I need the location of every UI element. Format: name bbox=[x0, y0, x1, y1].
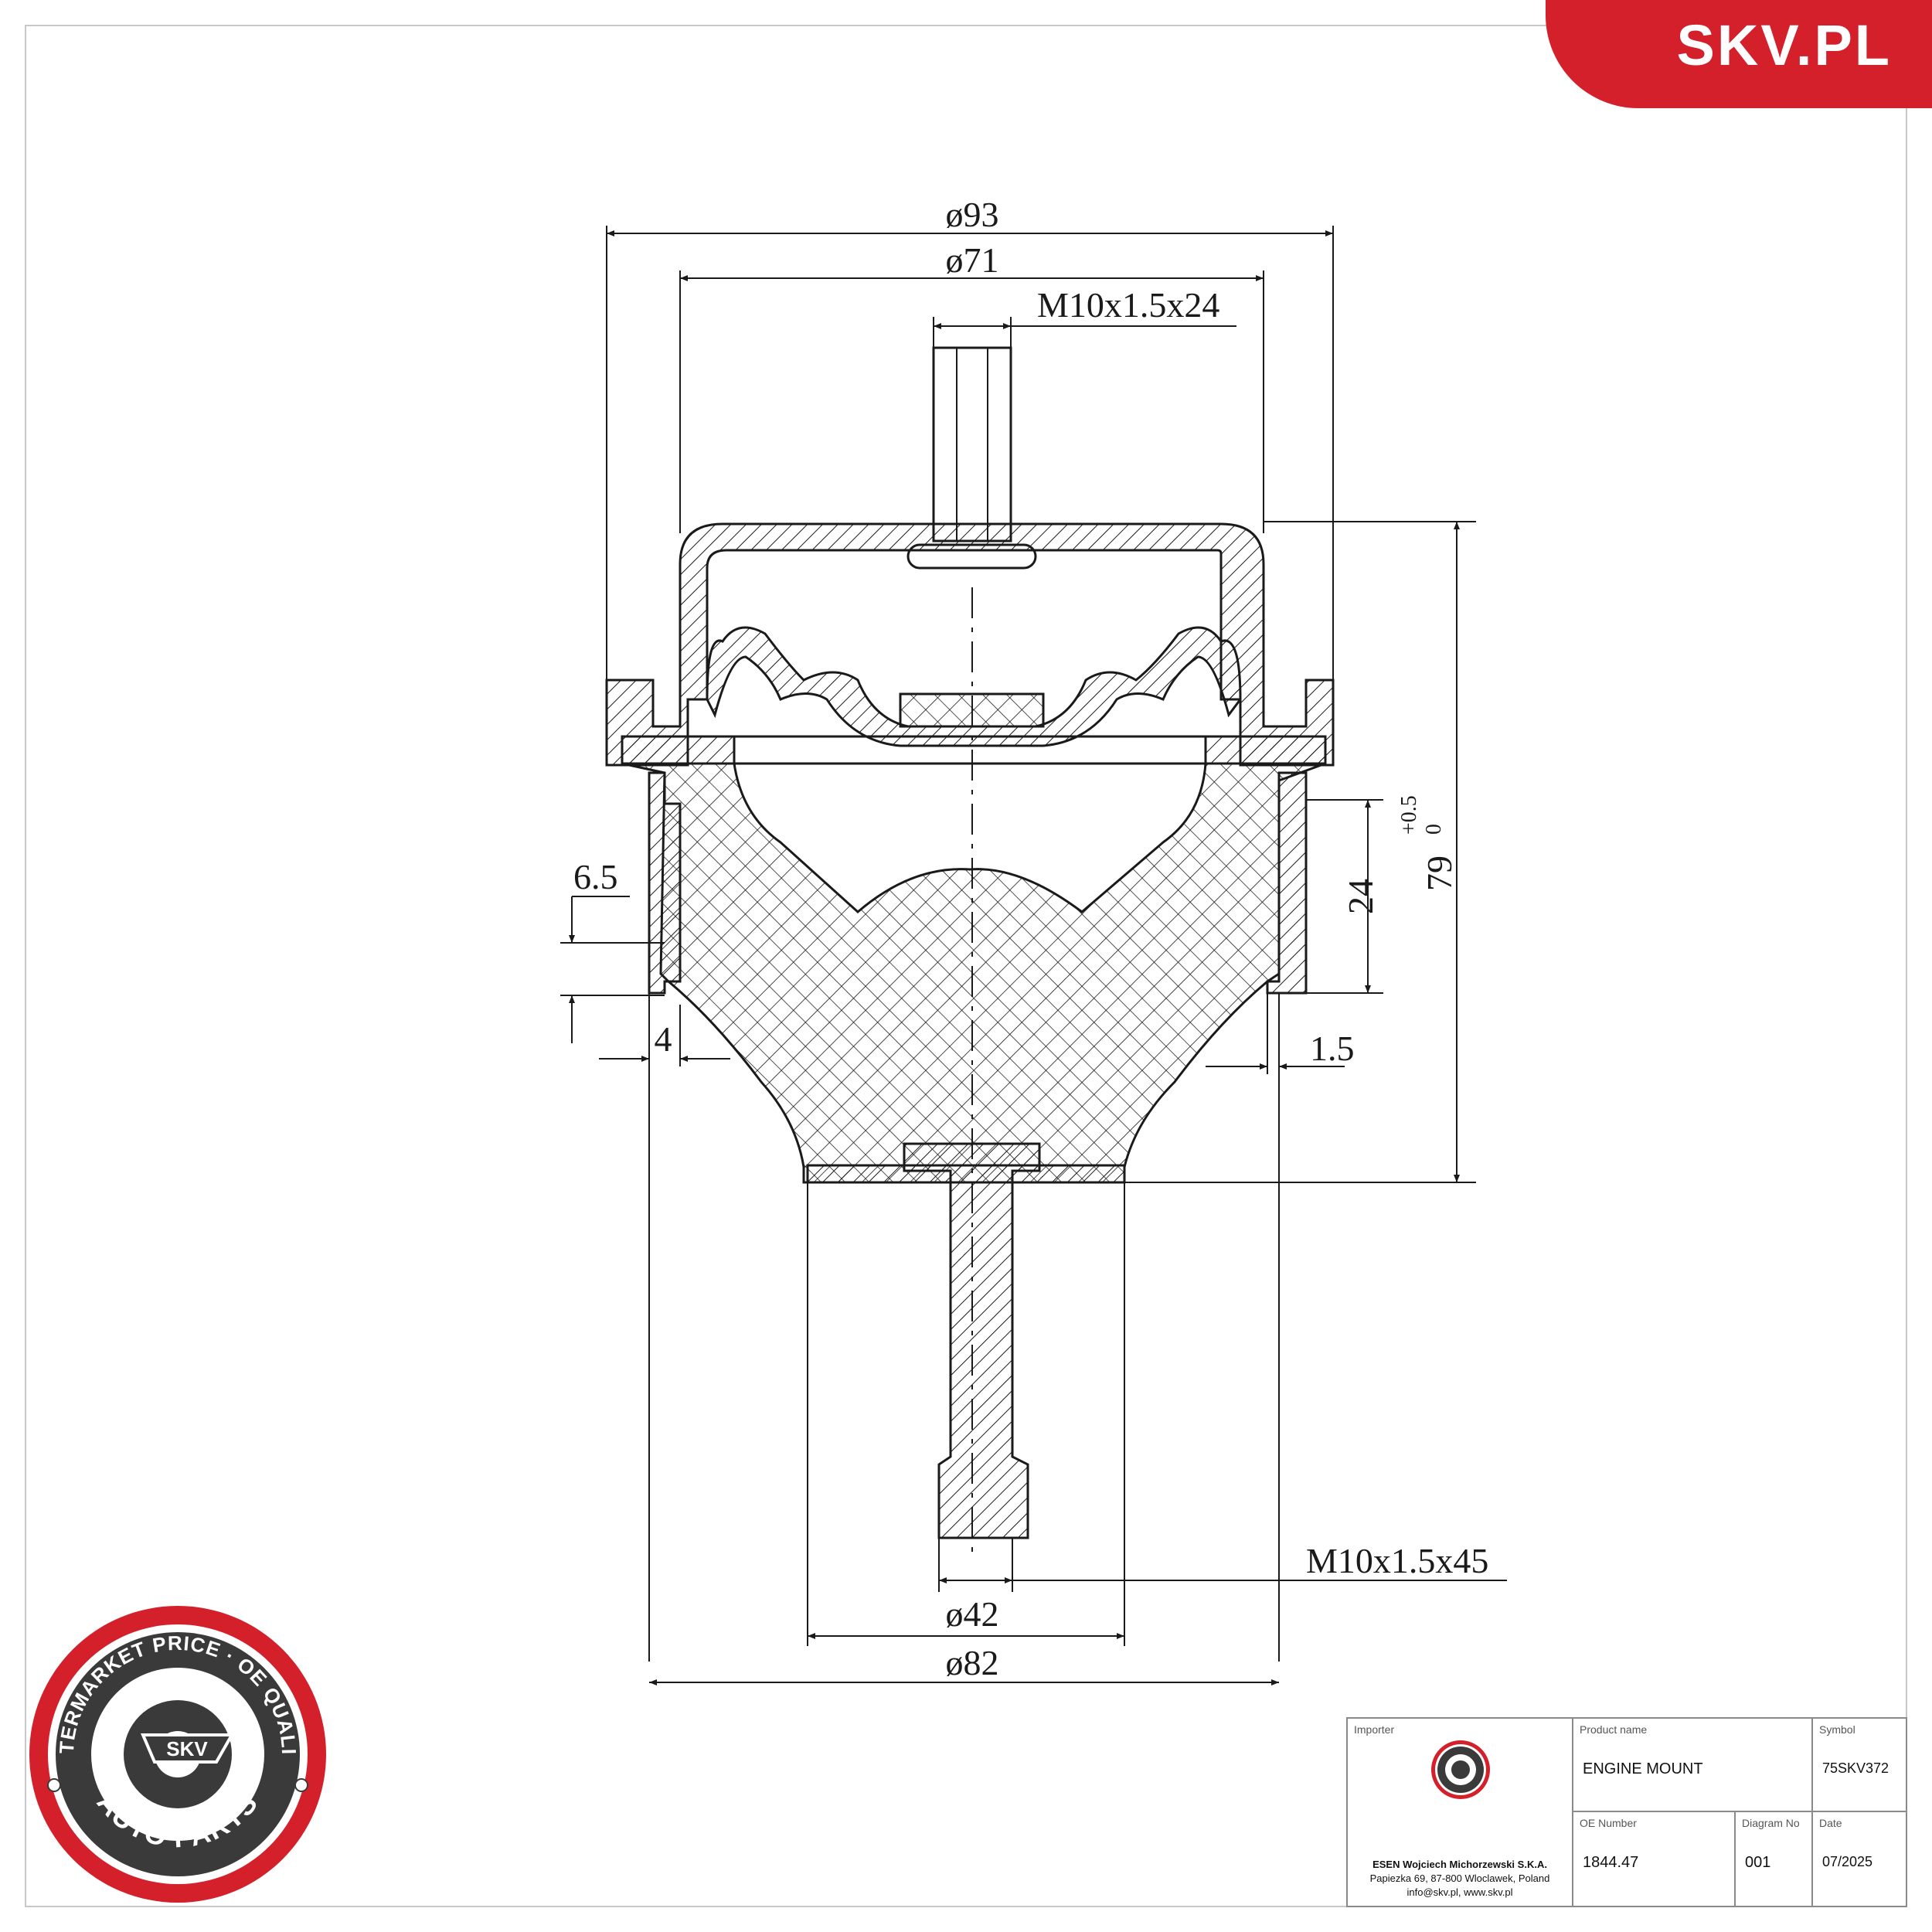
diagram-label: Diagram No bbox=[1742, 1817, 1800, 1829]
brand-tab: SKV.PL bbox=[1546, 0, 1932, 108]
dim-total-height: 79 bbox=[1420, 855, 1459, 891]
dim-right-wall: 1.5 bbox=[1310, 1029, 1355, 1068]
title-block: Importer ESEN Wojciech Michorzewski S.K.… bbox=[1346, 1717, 1907, 1907]
star-icon bbox=[294, 1778, 308, 1792]
product-label: Product name bbox=[1580, 1723, 1648, 1736]
star-icon bbox=[47, 1778, 61, 1792]
importer-contact: info@skv.pl, www.skv.pl bbox=[1406, 1886, 1513, 1898]
product-cell: Product name ENGINE MOUNT bbox=[1573, 1719, 1813, 1812]
diagram-value: 001 bbox=[1745, 1854, 1771, 1871]
oe-cell: OE Number 1844.47 bbox=[1573, 1812, 1736, 1906]
importer-name: ESEN Wojciech Michorzewski S.K.A. bbox=[1372, 1859, 1547, 1870]
drawing-frame bbox=[25, 25, 1907, 1907]
importer-logo bbox=[1431, 1740, 1490, 1799]
dim-bottom-outer-diameter: ø82 bbox=[946, 1643, 999, 1682]
date-label: Date bbox=[1819, 1817, 1842, 1829]
plate-gap bbox=[733, 735, 1207, 765]
brand-site-label: SKV.PL bbox=[1676, 13, 1892, 77]
badge-ring-text: AFTERMARKET PRICE · OE QUALITY bbox=[0, 0, 300, 1755]
mount-body bbox=[605, 346, 1335, 1539]
dim-bottom-base-diameter: ø42 bbox=[946, 1594, 999, 1634]
dim-total-height-tol-upper: +0.5 bbox=[1397, 795, 1421, 835]
diagram-cell: Diagram No 001 bbox=[1736, 1812, 1813, 1906]
dim-collar-height: 24 bbox=[1341, 879, 1380, 914]
importer-cell: Importer ESEN Wojciech Michorzewski S.K.… bbox=[1348, 1719, 1573, 1906]
importer-label: Importer bbox=[1354, 1723, 1395, 1736]
date-value: 07/2025 bbox=[1822, 1854, 1873, 1869]
dim-left-wall: 4 bbox=[655, 1019, 672, 1059]
dim-top-stud-thread: M10x1.5x24 bbox=[1037, 285, 1219, 325]
dim-outer-diameter-top: ø93 bbox=[946, 195, 999, 234]
symbol-value: 75SKV372 bbox=[1822, 1760, 1889, 1776]
dim-bottom-stud-thread: M10x1.5x45 bbox=[1306, 1541, 1488, 1580]
rubber-body bbox=[621, 762, 1326, 1184]
product-value: ENGINE MOUNT bbox=[1583, 1760, 1703, 1777]
date-cell: Date 07/2025 bbox=[1813, 1812, 1906, 1906]
skv-auto-parts-badge: AFTERMARKET PRICE · OE QUALITY AUTO PART… bbox=[0, 0, 326, 1903]
symbol-label: Symbol bbox=[1819, 1723, 1855, 1736]
importer-address: Papiezka 69, 87-800 Wloclawek, Poland bbox=[1369, 1872, 1550, 1884]
bottom-stud bbox=[903, 1142, 1041, 1539]
dim-inner-diameter-top: ø71 bbox=[946, 240, 999, 280]
top-stud bbox=[932, 346, 1012, 543]
symbol-cell: Symbol 75SKV372 bbox=[1813, 1719, 1906, 1812]
dim-left-offset: 6.5 bbox=[573, 857, 618, 896]
badge-center-text: SKV bbox=[166, 1737, 208, 1760]
dim-total-height-tol-lower: 0 bbox=[1422, 824, 1446, 835]
oe-label: OE Number bbox=[1580, 1817, 1637, 1829]
membrane bbox=[706, 626, 1242, 747]
dimension-lines bbox=[560, 226, 1507, 1685]
svg-text:AFTERMARKET PRICE · OE QUALITY: AFTERMARKET PRICE · OE QUALITY bbox=[0, 0, 301, 1755]
oe-value: 1844.47 bbox=[1583, 1854, 1639, 1871]
